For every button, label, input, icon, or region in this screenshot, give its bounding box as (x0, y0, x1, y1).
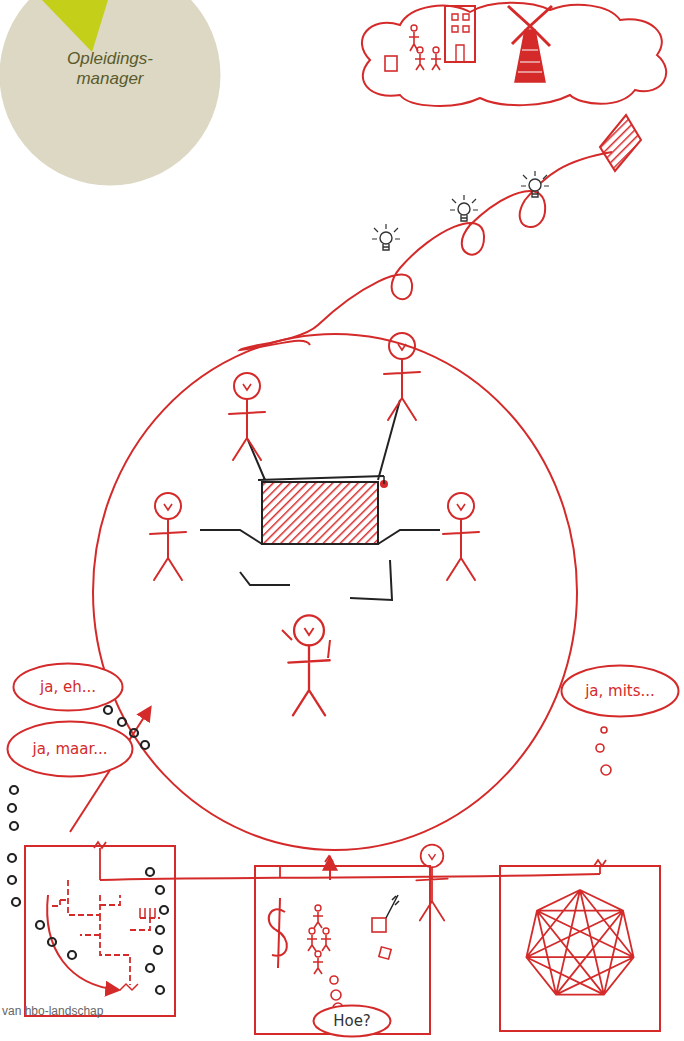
cloud-building (445, 6, 475, 62)
cloud-door (385, 56, 397, 71)
cloud-people (409, 32, 441, 70)
bar-ties (94, 842, 606, 880)
table (262, 482, 378, 544)
team-member (384, 333, 420, 420)
dollar-symbol (269, 898, 287, 968)
idea-string (240, 152, 612, 350)
lightbulb (521, 171, 549, 197)
ellipse-shape (314, 1006, 391, 1037)
speech-bubble: ja, eh... (12, 662, 124, 712)
speech-bubble: Hoe? (312, 1004, 392, 1038)
table-lines (200, 400, 440, 600)
network-graph (526, 890, 633, 995)
speech-bubble: ja, maar... (6, 720, 134, 778)
team-member (288, 615, 329, 715)
circle-shape (0, 0, 221, 186)
cloud-person-head (433, 47, 439, 53)
caption-fragment: van hbo-landschap (2, 1004, 103, 1018)
role-badge: Opleidings- manager (0, 0, 222, 187)
person-head (309, 928, 315, 934)
die (379, 947, 391, 959)
node-text: Opleidings- manager (50, 49, 170, 89)
die (372, 918, 386, 932)
key-symbol (386, 895, 399, 918)
org-chart-details (120, 908, 155, 990)
person-head (315, 905, 321, 911)
team-member (150, 493, 186, 580)
network-box (500, 866, 660, 1031)
node-text: ja, maar... (12, 740, 128, 758)
team-member (229, 373, 265, 460)
ellipse-shape (8, 722, 133, 777)
node-text: Hoe? (317, 1012, 387, 1030)
cloud-person-head (411, 25, 417, 31)
ellipse-shape (562, 666, 679, 717)
thought-dots-small (330, 727, 611, 1013)
up-arrow (329, 858, 331, 880)
pointing-arm (282, 630, 330, 658)
lightbulb (450, 195, 478, 221)
cycle-arrow (47, 895, 118, 990)
kite (600, 115, 641, 171)
table-mark-line (383, 476, 385, 484)
team-circle (93, 334, 577, 850)
cloud-person-head (417, 47, 423, 53)
person-head (315, 951, 321, 957)
person-head (323, 928, 329, 934)
people-icons (307, 912, 331, 974)
ellipse-shape (14, 664, 123, 711)
thought-dots (8, 706, 168, 994)
org-chart (52, 880, 160, 985)
lightbulb (372, 224, 400, 250)
idea-cloud (362, 3, 666, 106)
facilitator-figure (416, 845, 447, 921)
structure-box (25, 846, 175, 1016)
building-windows (452, 14, 469, 62)
node-text: ja, mits... (566, 682, 674, 700)
team-member (443, 493, 479, 580)
node-text: ja, eh... (18, 678, 118, 696)
speech-bubble: ja, mits... (560, 664, 680, 718)
corner-triangle (42, 0, 108, 52)
windmill-lines (518, 50, 542, 72)
windmill-blades (508, 6, 552, 46)
circle-outline (0, 0, 222, 187)
